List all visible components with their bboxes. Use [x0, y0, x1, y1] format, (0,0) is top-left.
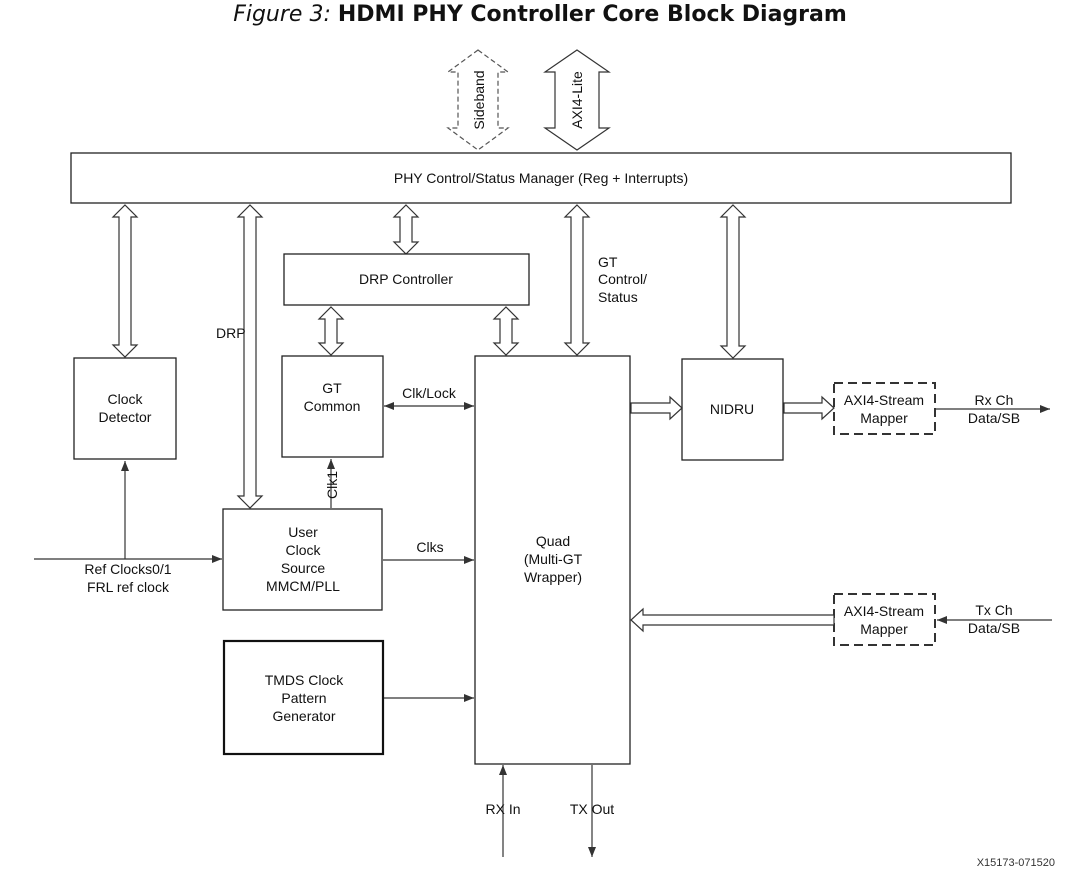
- quad-label-3: Wrapper): [524, 569, 582, 585]
- sideband-label: Sideband: [471, 70, 487, 129]
- tmds-label-2: Pattern: [281, 690, 326, 706]
- drp-controller-bus-arrow: [392, 204, 420, 255]
- nidru-label: NIDRU: [710, 401, 754, 417]
- ref-clocks-label-2: FRL ref clock: [87, 579, 170, 595]
- phy-control-status-manager: [70, 152, 1012, 204]
- figure-id-code: X15173-071520: [977, 857, 1055, 869]
- drp-controller-block: [283, 253, 530, 306]
- tx-mapper-to-quad-bus-arrow: [630, 607, 835, 633]
- drp-controller-label: DRP Controller: [359, 271, 453, 287]
- nidru-bus-arrow: [719, 204, 747, 359]
- clock-detector-block: [73, 357, 177, 460]
- figure-title: Figure 3: HDMI PHY Controller Core Block…: [0, 0, 1080, 30]
- clk1-label: Clk1: [324, 471, 340, 499]
- clks-label: Clks: [416, 539, 443, 555]
- tmds-label-3: Generator: [272, 708, 335, 724]
- drp-to-quad-bus-arrow: [492, 306, 520, 356]
- tx-mapper-label-1: AXI4-Stream: [844, 603, 924, 619]
- tx-axi4-stream-mapper-block: [833, 593, 936, 646]
- quad-label-2: (Multi-GT: [524, 551, 583, 567]
- sideband-bus-arrow: [446, 49, 510, 151]
- user-clock-label-1: User: [288, 524, 318, 540]
- user-clock-source-block: [222, 508, 383, 611]
- axi4-lite-label: AXI4-Lite: [569, 71, 585, 129]
- manager-label: PHY Control/Status Manager (Reg + Interr…: [394, 170, 688, 186]
- tx-mapper-label-2: Mapper: [860, 621, 908, 637]
- rx-ch-label-2: Data/SB: [968, 410, 1020, 426]
- clock-detector-bus-arrow: [111, 204, 139, 358]
- clock-detector-label-1: Clock: [107, 391, 143, 407]
- nidru-to-rx-mapper-bus-arrow: [783, 395, 835, 421]
- tmds-label-1: TMDS Clock: [265, 672, 345, 688]
- gt-common-label-1: GT: [322, 380, 342, 396]
- rx-axi4-stream-mapper-block: [833, 382, 936, 435]
- rx-in-label: RX In: [485, 801, 520, 817]
- tx-ch-label-1: Tx Ch: [975, 602, 1012, 618]
- user-clock-label-3: Source: [281, 560, 326, 576]
- gt-control-label-2: Control/: [598, 271, 647, 287]
- tx-out-label: TX Out: [570, 801, 614, 817]
- clk-lock-label: Clk/Lock: [402, 385, 457, 401]
- quad-to-nidru-bus-arrow: [630, 395, 683, 421]
- drp-label: DRP: [216, 325, 246, 341]
- figure-number: Figure 3:: [233, 2, 331, 27]
- rx-mapper-label-2: Mapper: [860, 410, 908, 426]
- axi4-lite-bus-arrow: [543, 49, 611, 151]
- gt-common-label-2: Common: [304, 398, 361, 414]
- quad-block: [474, 355, 631, 765]
- user-clock-label-2: Clock: [285, 542, 321, 558]
- gt-common-block: [281, 355, 384, 458]
- gt-control-label-3: Status: [598, 289, 638, 305]
- nidru-block: [681, 358, 784, 461]
- gt-control-label-1: GT: [598, 254, 618, 270]
- clock-detector-label-2: Detector: [99, 409, 152, 425]
- drp-to-gt-common-bus-arrow: [317, 306, 345, 356]
- quad-label-1: Quad: [536, 533, 570, 549]
- gt-control-status-bus-arrow: [563, 204, 591, 356]
- tx-ch-label-2: Data/SB: [968, 620, 1020, 636]
- tmds-clock-pattern-generator-block: [222, 639, 385, 756]
- rx-mapper-label-1: AXI4-Stream: [844, 392, 924, 408]
- figure-name: HDMI PHY Controller Core Block Diagram: [337, 2, 847, 27]
- drp-bus-arrow: [236, 204, 264, 509]
- rx-ch-label-1: Rx Ch: [975, 392, 1014, 408]
- user-clock-label-4: MMCM/PLL: [266, 578, 340, 594]
- ref-clocks-label-1: Ref Clocks0/1: [84, 561, 171, 577]
